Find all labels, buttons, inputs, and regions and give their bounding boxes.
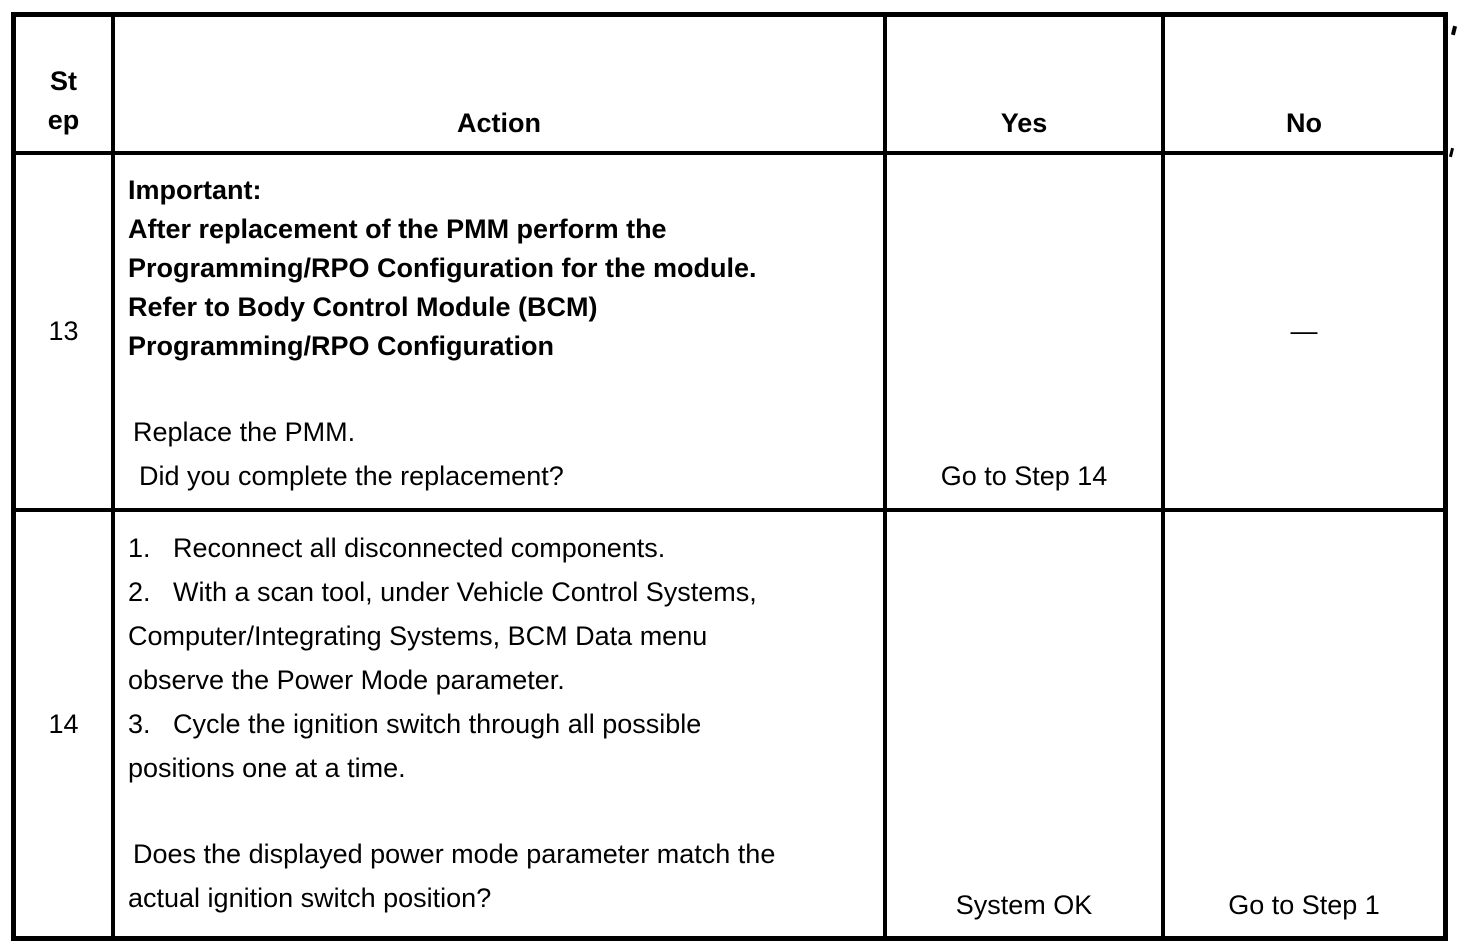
header-action: Action: [115, 17, 887, 155]
diagnostic-table: St ep Action Yes No 13 Important: After …: [11, 12, 1448, 941]
action-question-line: Does the displayed power mode parameter …: [133, 839, 776, 869]
list-item-continuation: observe the Power Mode parameter.: [128, 658, 875, 702]
list-item: 2. With a scan tool, under Vehicle Contr…: [128, 570, 875, 614]
list-item-continuation: positions one at a time.: [128, 746, 875, 790]
important-line: Programming/RPO Configuration: [128, 331, 555, 361]
step-14-number: 14: [48, 708, 79, 739]
header-no-label: No: [1286, 108, 1322, 138]
header-no: No: [1165, 17, 1443, 155]
list-item-continuation: Computer/Integrating Systems, BCM Data m…: [128, 614, 875, 658]
action-statement: Replace the PMM.: [133, 417, 356, 447]
list-item-text: Cycle the ignition switch through all po…: [173, 709, 702, 739]
header-yes: Yes: [887, 17, 1165, 155]
list-item-text: positions one at a time.: [128, 753, 406, 783]
important-line: Programming/RPO Configuration for the mo…: [128, 253, 757, 283]
list-item: 1. Reconnect all disconnected components…: [128, 526, 875, 570]
list-item-number: 2.: [128, 577, 151, 607]
step-14-action-cell: 1. Reconnect all disconnected components…: [115, 512, 887, 936]
step-13-action-cell: Important: After replacement of the PMM …: [115, 155, 887, 512]
yes-result: System OK: [955, 890, 1093, 920]
action-question: Did you complete the replacement?: [139, 461, 564, 491]
step-13-yes-cell: Go to Step 14: [887, 155, 1165, 512]
list-item-text: observe the Power Mode parameter.: [128, 665, 565, 695]
list-item-number: 3.: [128, 709, 151, 739]
yes-result: Go to Step 14: [940, 461, 1108, 491]
list-item: 3. Cycle the ignition switch through all…: [128, 702, 875, 746]
important-line: After replacement of the PMM perform the: [128, 214, 667, 244]
scan-artifact: [1448, 147, 1455, 158]
important-line: Refer to Body Control Module (BCM): [128, 292, 598, 322]
step-14-no-cell: Go to Step 1: [1165, 512, 1443, 936]
em-dash: —: [1290, 316, 1318, 346]
header-step: St ep: [16, 17, 115, 155]
list-item-text: Reconnect all disconnected components.: [173, 533, 666, 563]
scan-artifact: [1450, 25, 1458, 36]
header-action-label: Action: [457, 108, 541, 138]
step-13-number-cell: 13: [16, 155, 115, 512]
header-step-line2: ep: [47, 105, 80, 135]
step-14-yes-cell: System OK: [887, 512, 1165, 936]
list-item-text: Computer/Integrating Systems, BCM Data m…: [128, 621, 708, 651]
action-question-line: actual ignition switch position?: [128, 883, 492, 913]
list-item-number: 1.: [128, 533, 151, 563]
list-item-text: With a scan tool, under Vehicle Control …: [173, 577, 757, 607]
header-yes-label: Yes: [1000, 108, 1048, 138]
step-13-number: 13: [48, 316, 79, 346]
header-step-line1: St: [50, 66, 77, 96]
step-13-no-cell: —: [1165, 155, 1443, 512]
no-result: Go to Step 1: [1228, 890, 1380, 920]
step-14-number-cell: 14: [16, 512, 115, 936]
important-heading: Important:: [128, 175, 262, 205]
action-question-block: Does the displayed power mode parameter …: [128, 832, 875, 920]
